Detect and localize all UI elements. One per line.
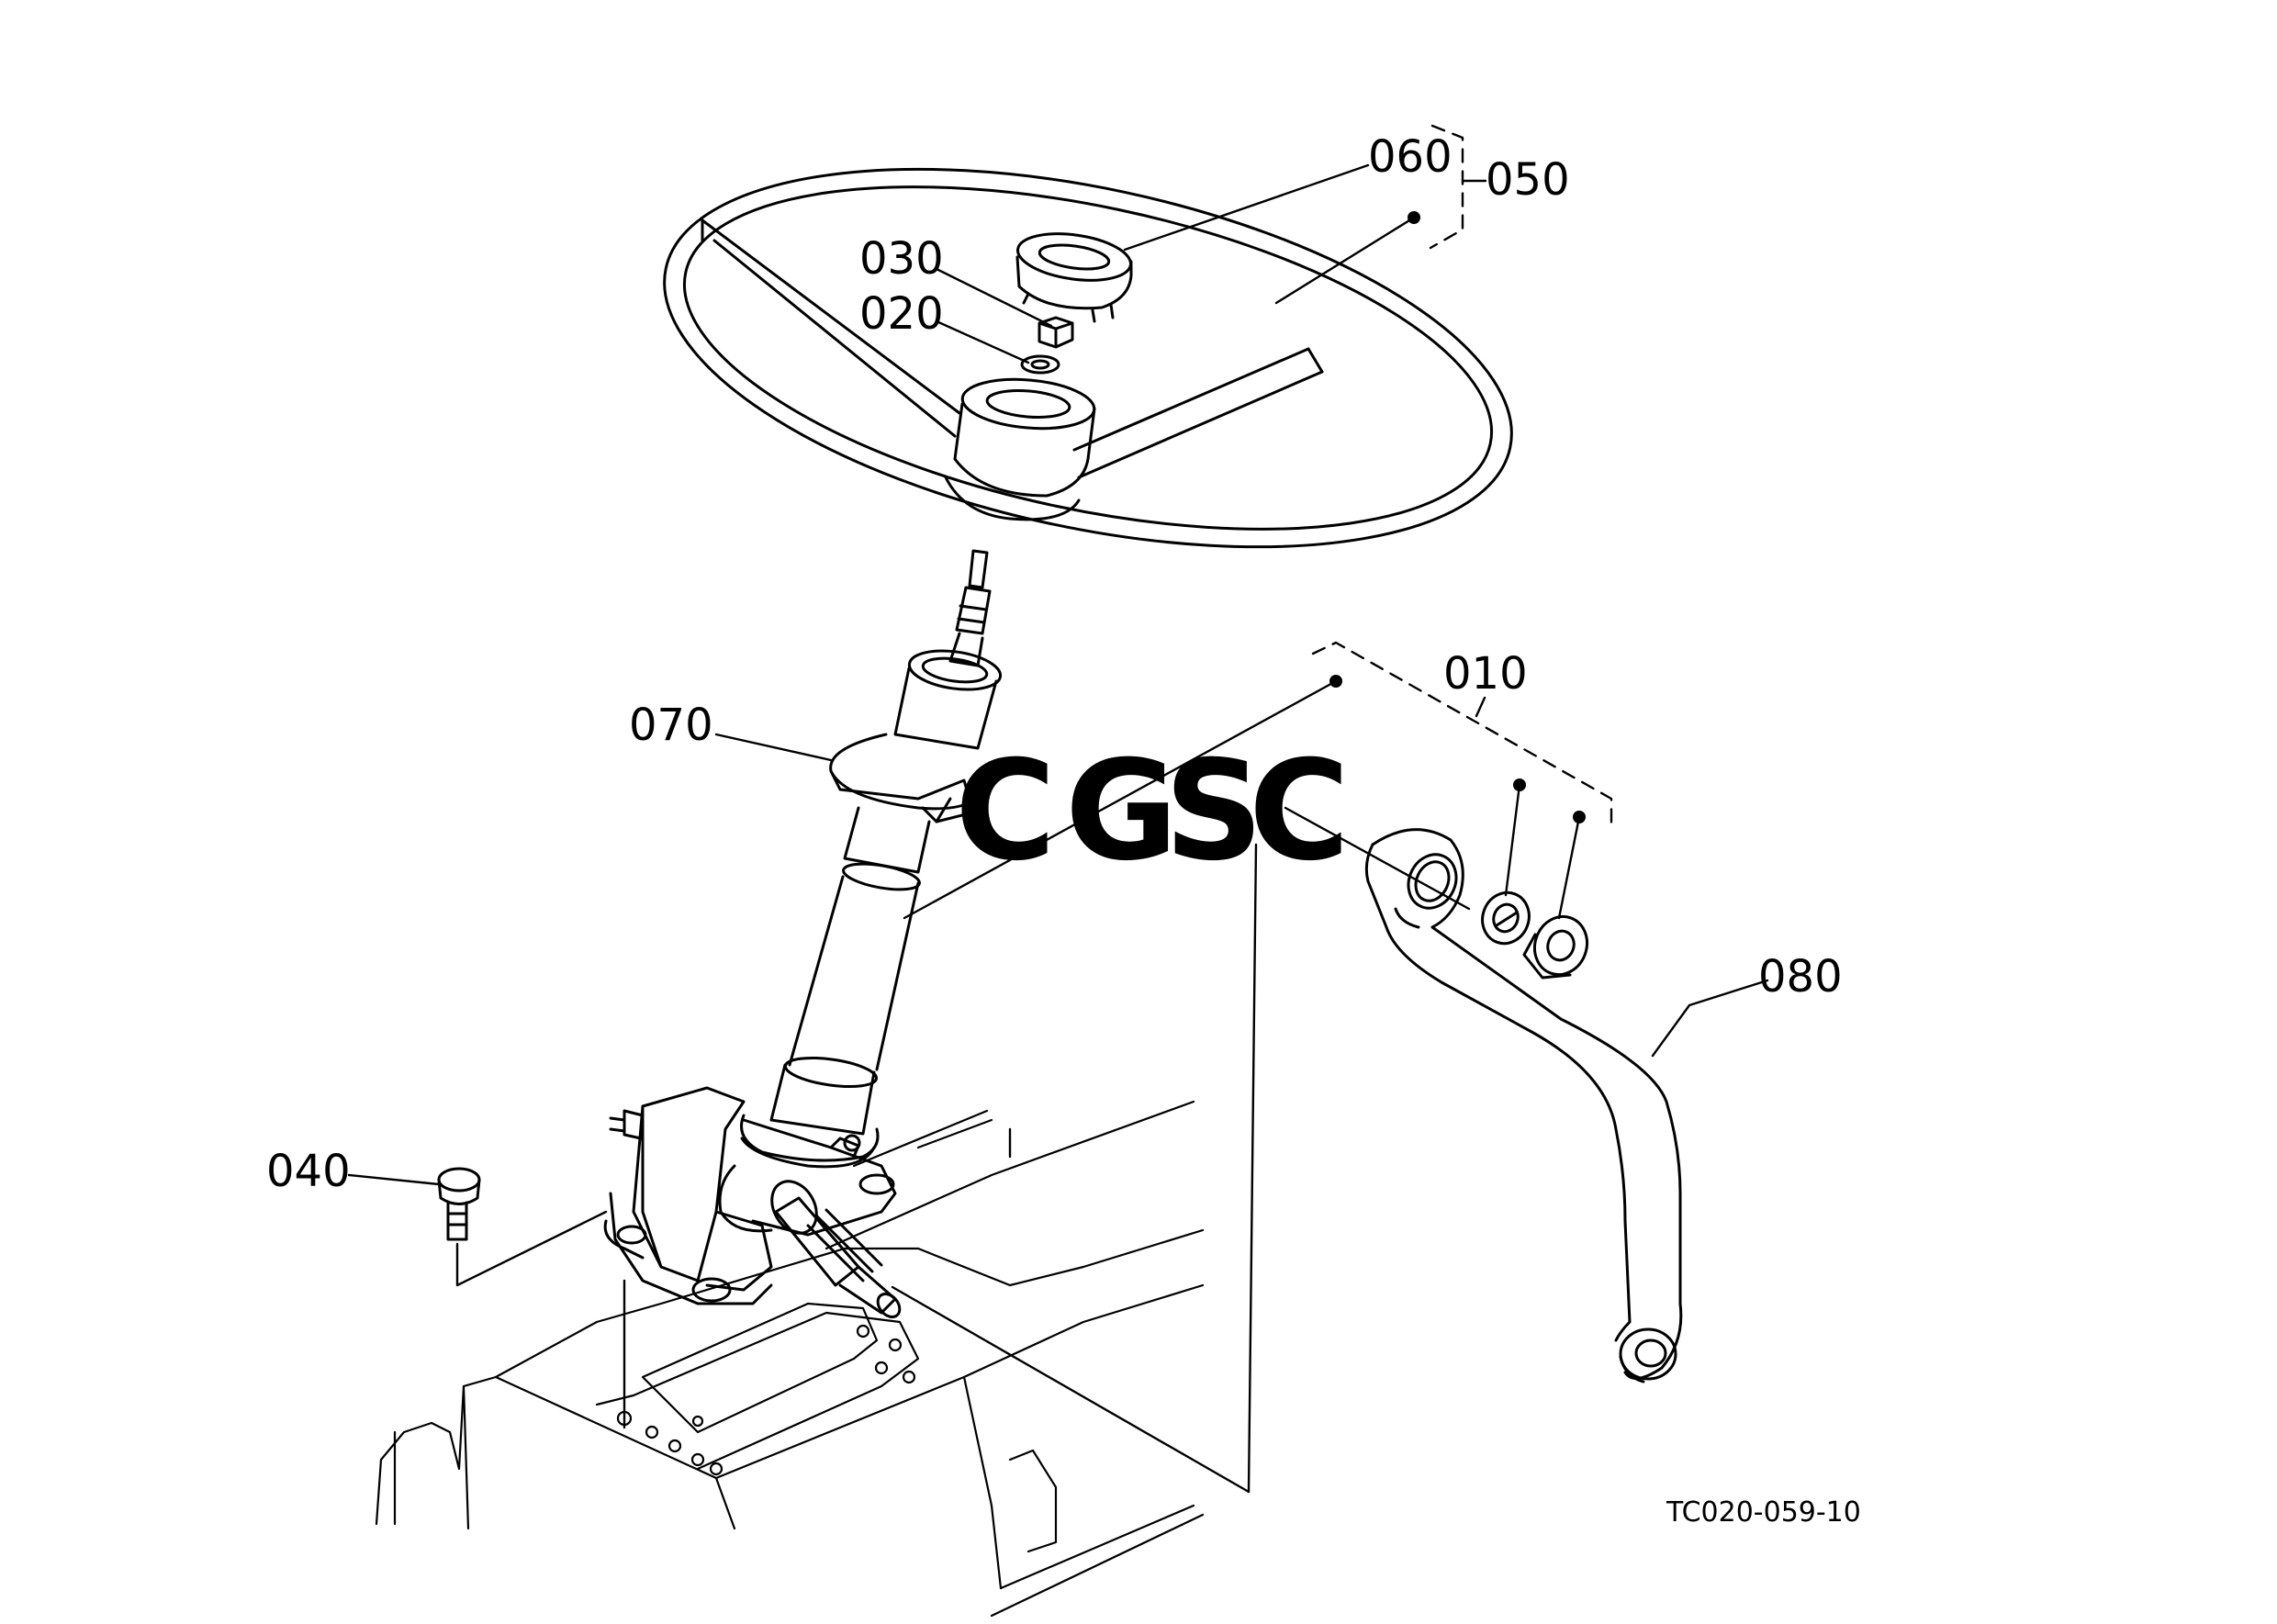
bracket-050 [1429, 124, 1464, 250]
callout-050: 050 [1486, 154, 1570, 206]
callout-030: 030 [859, 233, 944, 285]
castle-nut [1522, 914, 1588, 980]
watermark-letter-2: G [1065, 732, 1178, 891]
tractor-body [375, 1100, 1205, 1618]
bracket-010 [1311, 641, 1613, 833]
watermark-letter-3: S [1164, 732, 1263, 891]
watermark-letter-1: C [955, 732, 1056, 891]
leader-lines [347, 163, 1769, 1494]
pitman-arm-080 [1364, 828, 1683, 1383]
callout-080: 080 [1758, 951, 1843, 1002]
callout-060: 060 [1368, 131, 1453, 183]
bracket-010-tick [1475, 696, 1486, 718]
callout-070: 070 [629, 700, 713, 751]
bolt-040 [437, 1167, 481, 1241]
lock-washer [1481, 890, 1531, 946]
washer-020 [1020, 354, 1060, 375]
reference-code: TC020-059-10 [1666, 1496, 1861, 1529]
leader-dots [1329, 211, 1586, 823]
callout-020: 020 [859, 288, 944, 340]
steering-column-070 [740, 549, 1003, 1169]
steering-gearbox [603, 1086, 902, 1319]
steering-wheel [663, 167, 1513, 549]
hub-cap-060 [1015, 232, 1133, 323]
callout-010: 010 [1443, 648, 1528, 700]
watermark: C G S C [955, 732, 1350, 891]
watermark-letter-4: C [1249, 732, 1350, 891]
callout-040: 040 [266, 1146, 351, 1197]
nut-030 [1038, 316, 1074, 349]
